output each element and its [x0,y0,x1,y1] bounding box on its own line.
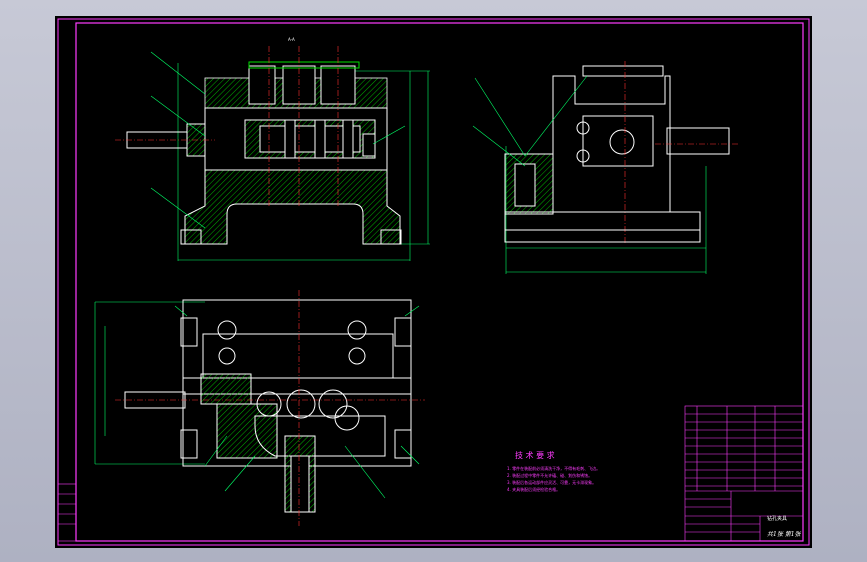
inner-border [75,22,804,542]
sheet-number: 共1张 第1张 [767,531,801,538]
drawing-canvas[interactable]: A-A 技 术 要 求 1. 零件在装配前必须清洗干净，不得有毛刺、飞边。 2.… [55,16,812,548]
outer-border [57,18,810,546]
title-block [57,405,804,542]
tech-requirements-title: 技 术 要 求 [515,451,555,460]
tech-requirement-1: 1. 零件在装配前必须清洗干净，不得有毛刺、飞边。 [507,466,601,471]
tech-requirement-2: 2. 装配过程中零件不允许磕、碰、划伤和锈蚀。 [507,473,593,478]
tech-requirement-3: 3. 装配后各运动部件应灵活、可靠，无卡滞现象。 [507,480,597,485]
drawing-title: 钻孔夹具 [767,516,788,522]
drawing-svg [57,18,810,546]
section-label: A-A [288,37,295,42]
front-view [115,46,430,261]
tech-requirement-4: 4. 夹具装配后须经检验合格。 [507,487,561,492]
side-view [472,61,740,274]
title-block-rows [685,413,803,533]
plan-view [94,290,425,526]
